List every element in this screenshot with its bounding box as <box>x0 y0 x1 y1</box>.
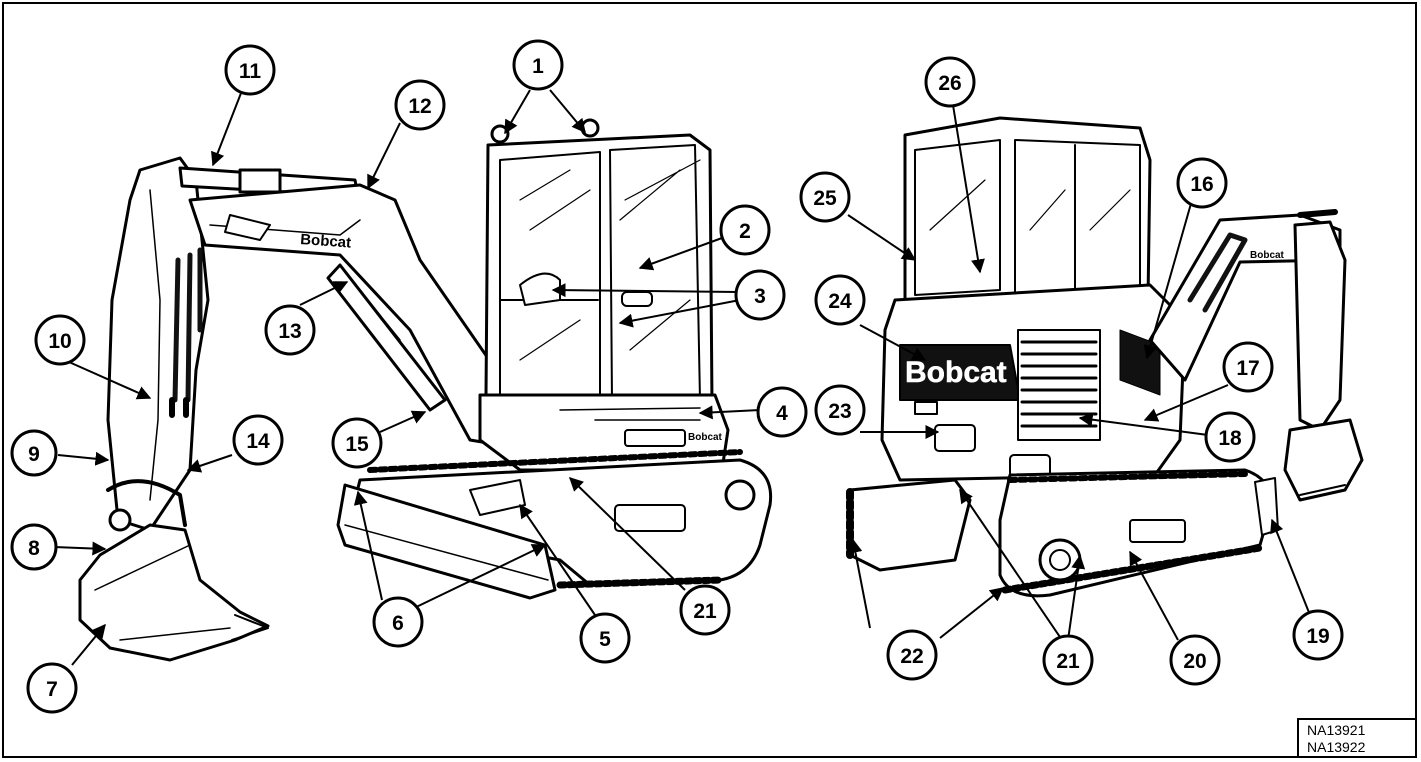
callout-5: 5 <box>579 612 631 664</box>
svg-text:20: 20 <box>1183 650 1206 673</box>
svg-text:16: 16 <box>1190 173 1213 196</box>
callout-16: 16 <box>1176 157 1228 209</box>
rear-grille <box>1017 329 1101 441</box>
callout-17: 17 <box>1222 341 1274 393</box>
svg-text:23: 23 <box>828 400 851 423</box>
callout-21-right: 21 <box>1042 634 1094 686</box>
callout-10: 10 <box>34 314 86 366</box>
svg-text:25: 25 <box>813 187 837 210</box>
callout-13: 13 <box>264 304 316 356</box>
svg-text:6: 6 <box>392 612 404 635</box>
upper-logo: Bobcat <box>688 432 723 443</box>
callout-12: 12 <box>394 79 446 131</box>
callout-23: 23 <box>814 384 866 436</box>
boom-cylinder <box>326 263 447 412</box>
callout-22: 22 <box>886 629 938 681</box>
rear-arm <box>1293 220 1347 432</box>
svg-text:11: 11 <box>239 60 262 83</box>
svg-text:21: 21 <box>1056 650 1080 673</box>
figure-code-1: NA13921 <box>1307 722 1366 738</box>
svg-text:8: 8 <box>28 537 40 560</box>
bucket <box>78 523 270 662</box>
callout-9: 9 <box>10 429 58 477</box>
callout-4: 4 <box>756 386 808 438</box>
left-excavator: Bobcat Bobcat <box>78 118 773 662</box>
rear-logo: Bobcat <box>905 356 1007 389</box>
leader-lines <box>53 87 1311 666</box>
callout-7: 7 <box>26 662 78 714</box>
svg-text:10: 10 <box>48 330 71 353</box>
rear-bucket <box>1283 418 1364 502</box>
boom-logo: Bobcat <box>300 231 352 252</box>
svg-text:2: 2 <box>739 220 751 243</box>
svg-text:3: 3 <box>754 285 766 308</box>
svg-text:7: 7 <box>46 678 58 701</box>
callout-25: 25 <box>799 171 851 223</box>
svg-text:21: 21 <box>693 600 717 623</box>
callout-11: 11 <box>224 44 276 96</box>
callout-1: 1 <box>512 39 564 91</box>
callout-19: 19 <box>1292 609 1344 661</box>
callout-24: 24 <box>814 274 866 326</box>
callout-18: 18 <box>1204 411 1256 463</box>
callout-2: 2 <box>719 204 771 256</box>
svg-text:14: 14 <box>246 430 270 453</box>
svg-text:5: 5 <box>599 628 611 651</box>
callout-14: 14 <box>232 414 284 466</box>
svg-text:19: 19 <box>1306 625 1329 648</box>
svg-text:26: 26 <box>938 72 961 95</box>
callout-20: 20 <box>1169 634 1221 686</box>
svg-text:24: 24 <box>828 290 852 313</box>
right-excavator: Bobcat Bobcat <box>846 116 1364 598</box>
callout-3: 3 <box>734 269 786 321</box>
svg-text:13: 13 <box>278 320 301 343</box>
figure-id-box: NA13921 NA13922 <box>1297 718 1417 758</box>
callout-21-left: 21 <box>679 584 731 636</box>
svg-text:18: 18 <box>1218 427 1242 450</box>
figure-code-2: NA13922 <box>1307 739 1366 755</box>
rear-left-track <box>848 478 972 572</box>
svg-text:4: 4 <box>776 402 788 425</box>
dipper-arm <box>106 156 210 532</box>
rear-cab <box>903 116 1152 302</box>
callout-15: 15 <box>331 417 383 469</box>
svg-text:12: 12 <box>408 95 431 118</box>
callouts: 1 2 3 4 5 6 7 8 9 10 11 12 13 14 15 16 1… <box>10 39 1344 714</box>
svg-text:15: 15 <box>345 433 369 456</box>
svg-text:17: 17 <box>1236 357 1259 380</box>
rear-boom-logo: Bobcat <box>1250 250 1285 261</box>
svg-text:1: 1 <box>532 55 544 78</box>
svg-text:22: 22 <box>900 645 923 668</box>
svg-text:9: 9 <box>28 443 40 466</box>
callout-6: 6 <box>372 596 424 648</box>
callout-8: 8 <box>10 523 58 571</box>
callout-26: 26 <box>924 56 976 108</box>
